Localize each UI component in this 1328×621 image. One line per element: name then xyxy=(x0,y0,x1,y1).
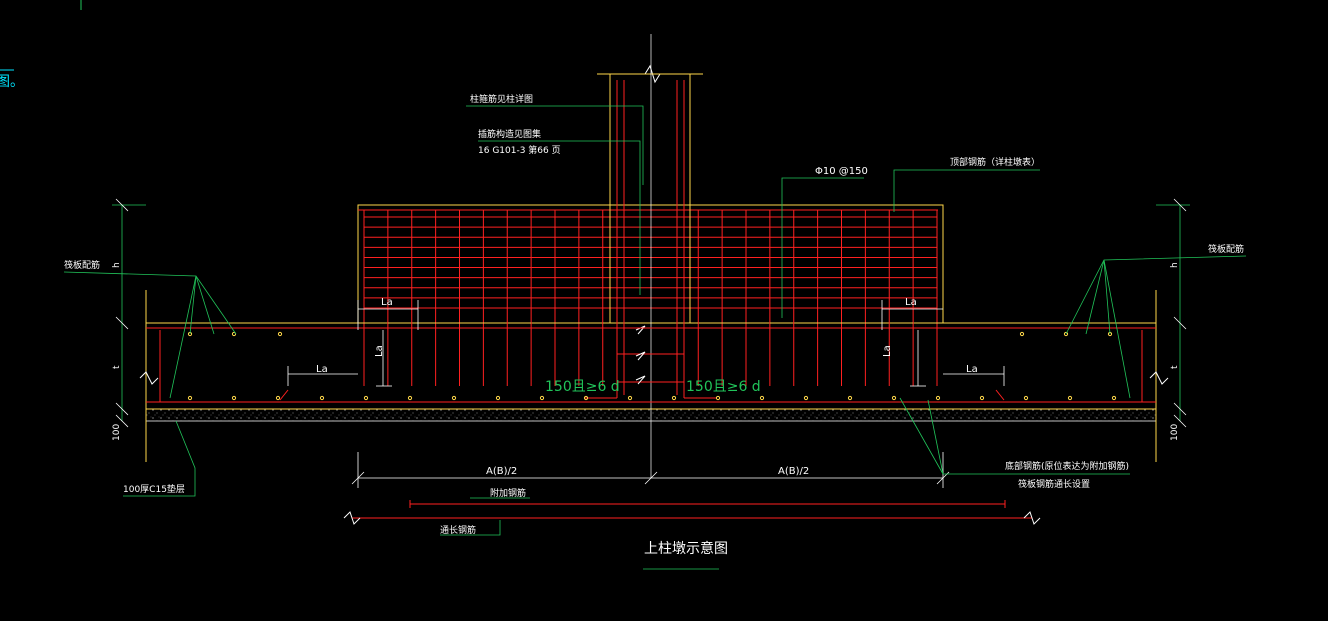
width-dimension xyxy=(351,452,950,488)
cushion-label: 100厚C15垫层 xyxy=(123,483,185,495)
top-rebar-label: 顶部钢筋（详柱墩表） xyxy=(950,156,1040,168)
dim-100-right: 100 xyxy=(1170,424,1180,441)
top-rebar-dot xyxy=(277,331,283,337)
dim-100-left: 100 xyxy=(112,424,122,441)
bottom-rebar-dot xyxy=(407,395,413,401)
bottom-rebar-dot xyxy=(803,395,809,401)
rebar-break-marks xyxy=(343,511,1041,525)
la-mid-right-label: La xyxy=(966,364,978,375)
half-width-right: A(B)/2 xyxy=(778,466,809,477)
leader-lines xyxy=(63,105,1247,570)
column xyxy=(585,34,716,478)
additional-rebar-label: 附加钢筋 xyxy=(490,487,526,499)
continuous-rebar-label: 通长钢筋 xyxy=(440,524,476,536)
dim-t-right: t xyxy=(1170,365,1180,369)
pedestal-rebar-grid xyxy=(363,210,938,386)
bottom-rebar-dot xyxy=(231,395,237,401)
caption: 上柱墩示意图 xyxy=(644,540,728,557)
slab-rebar xyxy=(146,327,1156,519)
bottom-rebar-dot xyxy=(1111,395,1117,401)
bottom-rebar-dot xyxy=(451,395,457,401)
bottom-rebar-dot xyxy=(319,395,325,401)
bottom-rebar-dot xyxy=(1067,395,1073,401)
top-rebar-dot xyxy=(1019,331,1025,337)
la-mid-left-label: La xyxy=(316,364,328,375)
column-anchor-label: 插筋构造见图集 xyxy=(478,128,541,140)
dim-h-left: h xyxy=(112,262,122,268)
dim-t-left: t xyxy=(112,365,122,369)
la-vert-right-label: La xyxy=(882,345,893,357)
bottom-rebar-dot xyxy=(583,395,589,401)
pedestal-outline xyxy=(357,204,944,323)
bottom-rebar-dot xyxy=(1023,395,1029,401)
column-stirrups-label: 柱箍筋见柱详图 xyxy=(470,93,533,105)
bottom-rebar-note: 筏板钢筋通长设置 xyxy=(1018,478,1090,490)
stirrup-spec-label: Φ10 @150 xyxy=(815,166,868,177)
half-width-left: A(B)/2 xyxy=(486,466,517,477)
bottom-rebar-dot xyxy=(275,395,281,401)
bottom-rebar-dot xyxy=(627,395,633,401)
la-vert-left-label: La xyxy=(374,345,385,357)
la-dimensions xyxy=(287,300,1005,387)
bottom-rebar-label: 底部钢筋(原位表达为附加钢筋) xyxy=(1005,460,1129,472)
bottom-rebar-dot xyxy=(363,395,369,401)
raft-rebar-left-label: 筏板配筋 xyxy=(64,259,100,271)
la-top-right-label: La xyxy=(905,297,917,308)
hook-right-label: 150且≥6 d xyxy=(686,379,761,395)
bottom-rebar-dot xyxy=(847,395,853,401)
height-dimensions xyxy=(112,198,1190,428)
hook-left-label: 150且≥6 d xyxy=(545,379,620,395)
bottom-rebar-dot xyxy=(671,395,677,401)
bottom-rebar-dot xyxy=(935,395,941,401)
raft-rebar-right-label: 筏板配筋 xyxy=(1208,243,1244,255)
bottom-rebar-dot xyxy=(891,395,897,401)
break-symbols xyxy=(139,64,1169,385)
corner-text: 图。 xyxy=(0,74,24,90)
bottom-rebar-dot xyxy=(979,395,985,401)
bottom-rebar-dot xyxy=(187,395,193,401)
top-rebar-dot xyxy=(1063,331,1069,337)
bottom-rebar-dot xyxy=(759,395,765,401)
dim-h-right: h xyxy=(1170,262,1180,268)
bottom-rebar-dot xyxy=(539,395,545,401)
bottom-rebar-dot xyxy=(495,395,501,401)
bottom-rebar-dot xyxy=(715,395,721,401)
la-top-left-label: La xyxy=(381,297,393,308)
column-anchor-ref: 16 G101-3 第66 页 xyxy=(478,144,561,156)
